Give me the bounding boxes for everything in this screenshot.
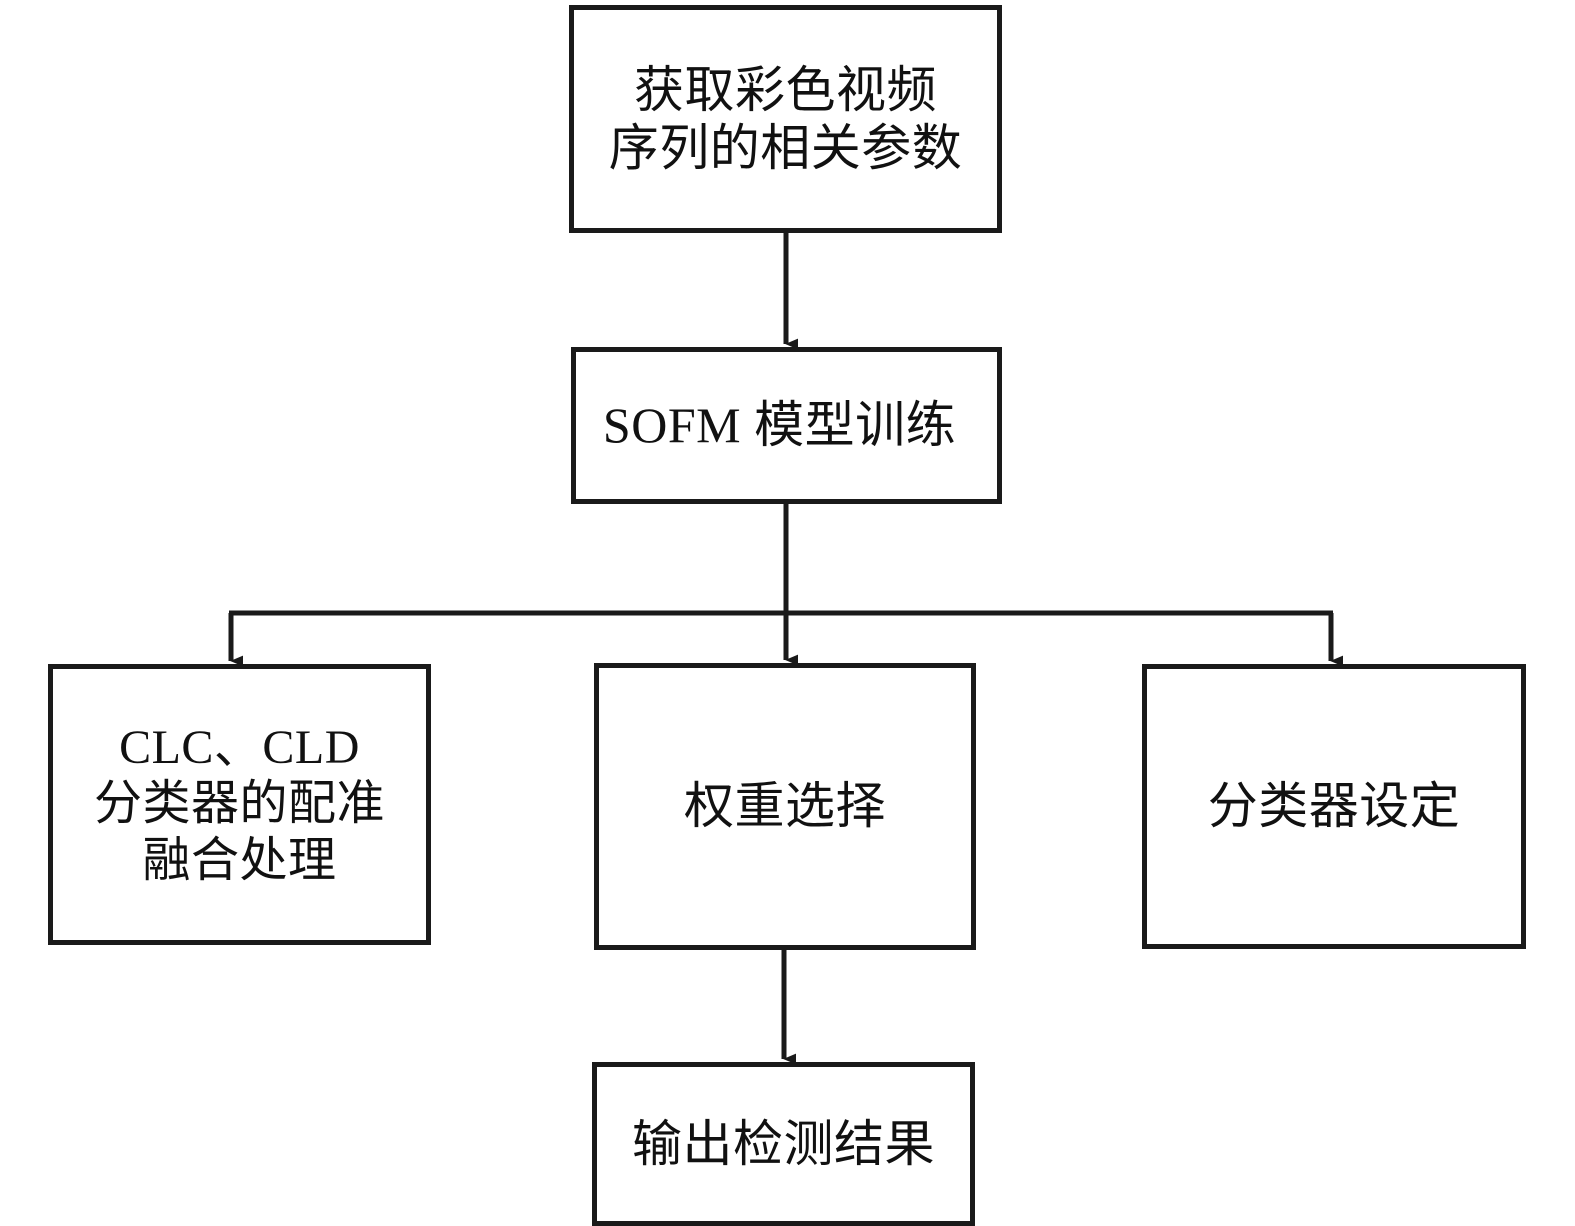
node-acquire-label: 获取彩色视频 序列的相关参数 [608, 61, 963, 177]
node-acquire-color-video-params[interactable]: 获取彩色视频 序列的相关参数 [569, 5, 1002, 233]
node-weight-selection[interactable]: 权重选择 [594, 663, 976, 950]
node-output-detection-result[interactable]: 输出检测结果 [592, 1062, 975, 1226]
node-fusion-label: CLC、CLD 分类器的配准 融合处理 [93, 721, 385, 887]
node-output-label: 输出检测结果 [632, 1115, 935, 1172]
node-clc-cld-registration-fusion[interactable]: CLC、CLD 分类器的配准 融合处理 [48, 664, 431, 945]
node-weight-label: 权重选择 [684, 778, 886, 835]
node-sofm-label: SOFM 模型训练 [602, 397, 957, 454]
node-classifier-setting[interactable]: 分类器设定 [1142, 664, 1526, 949]
node-sofm-model-training[interactable]: SOFM 模型训练 [571, 347, 1002, 504]
edge-sofm-trunk [229, 504, 1333, 616]
node-classifier-label: 分类器设定 [1207, 778, 1461, 835]
